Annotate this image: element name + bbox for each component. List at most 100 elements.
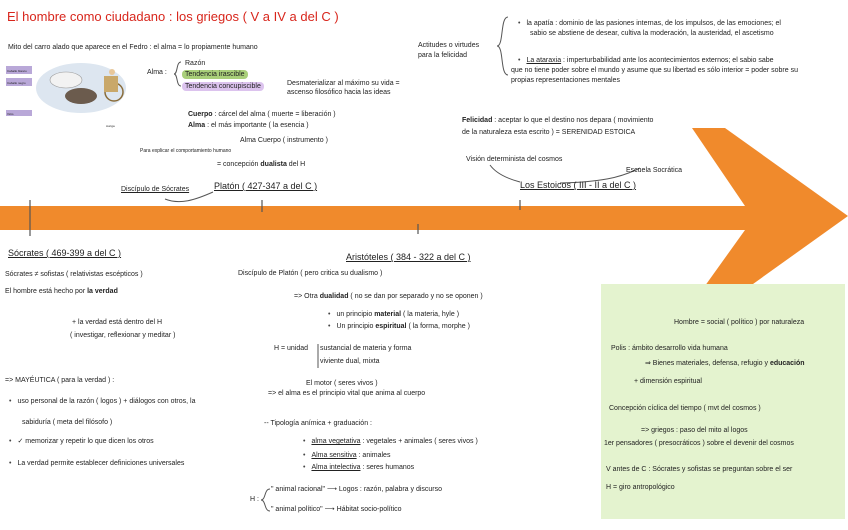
concepcion-a: = concepción xyxy=(217,161,261,168)
actitudes-line2: para la felicidad xyxy=(418,52,468,59)
green-box-bg xyxy=(601,284,845,519)
animal-racional: " animal racional" ⟶ Logos : razón, pala… xyxy=(271,486,443,493)
chariot-illustration xyxy=(6,63,126,116)
felicidad-line2: de la naturaleza esta escrito ) = SERENI… xyxy=(462,129,636,136)
tipologia: -- Tipología anímica + graduación : xyxy=(264,420,372,427)
alma-sen-b: : animales xyxy=(356,452,391,459)
brace-h xyxy=(260,488,271,512)
arrow-platon-socrates xyxy=(164,191,214,203)
green-l3: ⇒ Bienes materiales, defensa, refugio y … xyxy=(645,359,805,368)
cuerpo-line: Cuerpo : cárcel del alma ( muerte = libe… xyxy=(188,110,336,119)
mayeutica-b1-line2: sabiduría ( meta del filósofo ) xyxy=(22,419,113,426)
p1-a: un principio xyxy=(336,311,375,318)
concepcion-line: = concepción dualista del H xyxy=(217,160,305,169)
socrates-header: Sócrates ( 469-399 a del C ) xyxy=(8,248,122,258)
cuerpo-def: : cárcel del alma ( muerte = liberación … xyxy=(214,111,336,118)
estoicos-header: Los Estoicos ( III - II a del C ) xyxy=(520,180,637,190)
img-label-vicio: Vicio xyxy=(7,112,14,116)
apatia-line1: la apatía : dominio de las pasiones inte… xyxy=(518,19,780,28)
unidad-line2: viviente dual, mixta xyxy=(320,358,380,365)
alma-sen-a: Alma sensitiva xyxy=(311,452,357,459)
mayeutica: => MAYÉUTICA ( para la verdad ) : xyxy=(5,377,115,384)
felicidad-text: : aceptar lo que el destino nos depara (… xyxy=(494,117,654,124)
green-l3b: educación xyxy=(769,360,805,367)
felicidad-line1: Felicidad : aceptar lo que el destino no… xyxy=(462,116,653,125)
principio-material: un principio material ( la materia, hyle… xyxy=(328,310,459,319)
alma-bold: Alma xyxy=(188,122,206,129)
platon-header: Platón ( 427-347 a del C ) xyxy=(214,181,318,191)
discipulo-socrates: Discípulo de Sócrates xyxy=(121,186,190,193)
animal-politico: " animal político" ⟶ Hábitat socio-polít… xyxy=(271,506,402,513)
escuela-text: Escuela Socrática xyxy=(626,167,683,174)
socrates-l1: Sócrates ≠ sofistas ( relativistas escép… xyxy=(5,271,143,278)
cuerpo-label: Cuerpo xyxy=(188,111,213,118)
green-l3a: ⇒ Bienes materiales, defensa, refugio y xyxy=(645,360,770,367)
principio-espiritual: Un principio espiritual ( la forma, morp… xyxy=(328,322,470,331)
socrates-l2: El hombre está hecho por la verdad xyxy=(5,287,118,296)
unidad-label: H = unidad xyxy=(274,345,309,352)
green-l1: Hombre = social ( político ) por natural… xyxy=(674,319,805,326)
chariot-image: Caballo blanco Caballo negro Auriga Vici… xyxy=(6,58,140,128)
concupiscible-text: Tendencia concupiscible xyxy=(182,82,264,91)
page-title: El hombre como ciudadano : los griegos (… xyxy=(7,9,339,24)
socrates-l4: ( investigar, reflexionar y meditar ) xyxy=(70,332,176,339)
apatia-line2: sabio se abstiene de desear, cultiva la … xyxy=(530,30,774,37)
mayeutica-b3: La verdad permite establecer definicione… xyxy=(9,459,184,468)
aristoteles-discipulo: Discípulo de Platón ( pero critica su du… xyxy=(238,270,383,277)
ataraxia-label: La ataraxia xyxy=(526,57,562,64)
alma-line: Alma : el más importante ( la esencia ) xyxy=(188,121,309,130)
razon-text: Razón xyxy=(185,60,206,67)
alma-veg-a: alma vegetativa xyxy=(311,438,361,445)
explain-text: Para explicar el comportamiento humano xyxy=(140,148,232,154)
h-label: H : xyxy=(250,496,259,503)
motor-text: El motor ( seres vivos ) xyxy=(306,380,378,387)
green-l2: Polis : ámbito desarrollo vida humana xyxy=(611,345,728,352)
mayeutica-b2: ✓ memorizar y repetir lo que dicen los o… xyxy=(9,437,153,446)
felicidad-label: Felicidad xyxy=(462,117,493,124)
socrates-l2a: El hombre está hecho por xyxy=(5,288,88,295)
brace-alma xyxy=(173,61,182,87)
alma-def: : el más importante ( la esencia ) xyxy=(207,122,309,129)
alma-principio: => el alma es el principio vital que ani… xyxy=(268,390,426,397)
green-l4: + dimensión espiritual xyxy=(634,378,702,385)
alma-label: Alma : xyxy=(147,69,167,76)
green-l5: Concepción cíclica del tiempo ( mvt del … xyxy=(609,405,761,412)
green-l7: 1er pensadores ( presocráticos ) sobre e… xyxy=(604,440,794,447)
myth-text: Mito del carro alado que aparece en el F… xyxy=(8,44,258,51)
p1-c: ( la materia, hyle ) xyxy=(401,311,460,318)
green-l8: V antes de C : Sócrates y sofistas se pr… xyxy=(606,466,793,473)
green-l6: => griegos : paso del mito al logos xyxy=(641,427,748,434)
p2-b: espiritual xyxy=(375,323,407,330)
aristoteles-header: Aristóteles ( 384 - 322 a del C ) xyxy=(346,252,471,262)
brace-actitudes xyxy=(496,16,509,76)
alma-cuerpo: Alma Cuerpo ( instrumento ) xyxy=(240,137,328,144)
actitudes-line1: Actitudes o virtudes xyxy=(418,42,480,49)
desmaterializar-line2: ascenso filosófico hacia las ideas xyxy=(287,89,391,96)
ataraxia-line3: propias representaciones mentales xyxy=(511,77,620,84)
otra-c: ( no se dan por separado y no se oponen … xyxy=(348,293,483,300)
p1-b: material xyxy=(374,311,402,318)
unidad-line1: sustancial de materia y forma xyxy=(320,345,412,352)
img-label-white-horse: Caballo blanco xyxy=(7,69,27,73)
concepcion-dualista: dualista xyxy=(260,161,287,168)
green-l9: H = giro antropológico xyxy=(606,484,675,491)
mayeutica-b1-line1: uso personal de la razón ( logos ) + diá… xyxy=(9,397,195,406)
p2-c: ( la forma, morphe ) xyxy=(406,323,470,330)
vision-text: Visión determinista del cosmos xyxy=(466,156,563,163)
alma-vegetativa: alma vegetativa : vegetales + animales (… xyxy=(303,437,477,446)
desmaterializar-line1: Desmaterializar al máximo su vida = xyxy=(287,80,400,87)
ataraxia-text: : imperturbabilidad ante los acontecimie… xyxy=(563,57,774,64)
irascible-text: Tendencia irascible xyxy=(182,70,248,79)
alma-intelectiva: Alma intelectiva : seres humanos xyxy=(303,463,414,472)
alma-int-b: : seres humanos xyxy=(360,464,415,471)
p2-a: Un principio xyxy=(336,323,376,330)
arrow-estoicos-escuela xyxy=(559,167,641,184)
alma-int-a: Alma intelectiva xyxy=(311,464,361,471)
socrates-l2b: la verdad xyxy=(87,288,118,295)
socrates-l3: + la verdad está dentro del H xyxy=(72,319,163,326)
concepcion-c: del H xyxy=(286,161,306,168)
ataraxia-line1: La ataraxia : imperturbabilidad ante los… xyxy=(518,56,774,65)
timeline-arrow xyxy=(0,128,848,304)
img-label-black-horse: Caballo negro xyxy=(7,81,26,85)
